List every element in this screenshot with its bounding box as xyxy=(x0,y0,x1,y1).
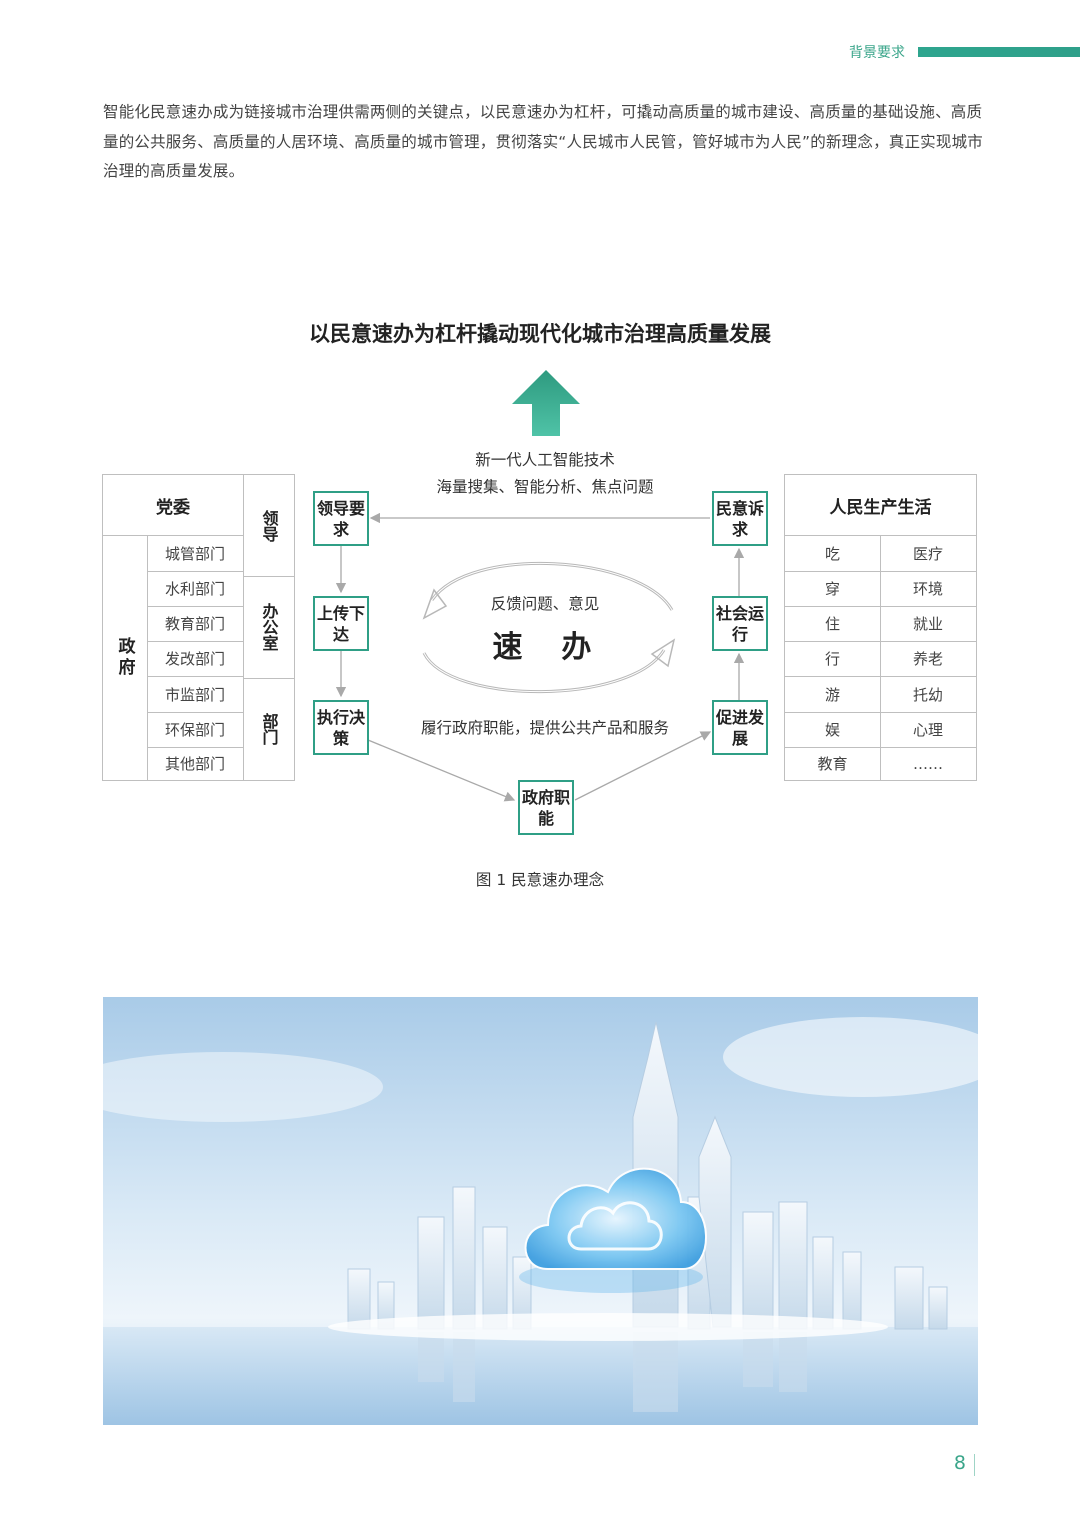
page-number: 8 xyxy=(953,1452,966,1474)
up-arrow-icon xyxy=(512,370,580,436)
leadership-label: 领导 xyxy=(259,509,279,542)
life-item: 心理 xyxy=(912,721,943,739)
tech-line-2: 海量搜集、智能分析、焦点问题 xyxy=(436,478,654,496)
life-item: 养老 xyxy=(912,650,943,668)
government-table: 党委 政府 城管部门 水利部门 教育部门 发改部门 市监部门 环保部门 其他部门… xyxy=(102,474,295,781)
life-item: …… xyxy=(913,754,943,773)
life-item: 娱 xyxy=(824,721,840,739)
feedback-text: 反馈问题、意见 xyxy=(490,595,600,613)
figure-title: 以民意速办为杠杆撬动现代化城市治理高质量发展 xyxy=(309,322,771,346)
speed-handle-label: 速 办 xyxy=(492,630,598,665)
gov-function-box: 政府职能 xyxy=(518,780,574,835)
department-item: 市监部门 xyxy=(164,685,225,704)
office-label: 办公室 xyxy=(259,603,279,651)
department-item: 环保部门 xyxy=(164,721,225,739)
party-committee-header: 党委 xyxy=(156,497,190,518)
department-item: 水利部门 xyxy=(164,580,225,598)
duty-text: 履行政府职能，提供公共产品和服务 xyxy=(420,719,669,737)
tech-line-1: 新一代人工智能技术 xyxy=(475,451,615,469)
upload-download-box: 上传下达 xyxy=(313,596,369,651)
life-item: 吃 xyxy=(824,544,840,563)
intro-paragraph: 智能化民意速办成为链接城市治理供需两侧的关键点，以民意速办为杠杆，可撬动高质量的… xyxy=(103,103,983,180)
page-number-divider xyxy=(974,1454,975,1476)
life-item: 医疗 xyxy=(912,544,943,563)
department-item: 城管部门 xyxy=(164,544,225,563)
department-item: 发改部门 xyxy=(164,650,225,668)
government-label: 政府 xyxy=(114,636,135,679)
life-item: 住 xyxy=(824,615,840,633)
smart-city-image xyxy=(103,997,978,1425)
life-item: 游 xyxy=(824,685,840,704)
promote-development-box: 促进发展 xyxy=(712,700,768,755)
section-title: 背景要求 xyxy=(849,45,905,61)
header-accent-bar xyxy=(918,47,1080,57)
life-item: 托幼 xyxy=(912,685,943,704)
department-item: 其他部门 xyxy=(164,755,225,773)
figure-caption: 图 1 民意速办理念 xyxy=(475,871,605,889)
department-label: 部门 xyxy=(259,713,279,745)
life-item: 行 xyxy=(824,650,840,668)
life-item: 穿 xyxy=(824,580,840,598)
execute-decision-box: 执行决策 xyxy=(313,700,369,755)
life-item: 教育 xyxy=(817,755,848,773)
lead-requirement-box: 领导要求 xyxy=(313,491,369,546)
life-item: 就业 xyxy=(912,615,943,633)
figure-graphics xyxy=(335,370,745,802)
public-demand-box: 民意诉求 xyxy=(712,491,768,546)
people-life-table: 人民生产生活 吃 医疗 穿 环境 住 就业 行 养老 游 托幼 娱 心理 教育 … xyxy=(784,474,977,781)
life-item: 环境 xyxy=(912,580,943,598)
society-operation-box: 社会运行 xyxy=(712,596,768,651)
people-life-header: 人民生产生活 xyxy=(829,497,932,518)
department-item: 教育部门 xyxy=(164,615,225,633)
